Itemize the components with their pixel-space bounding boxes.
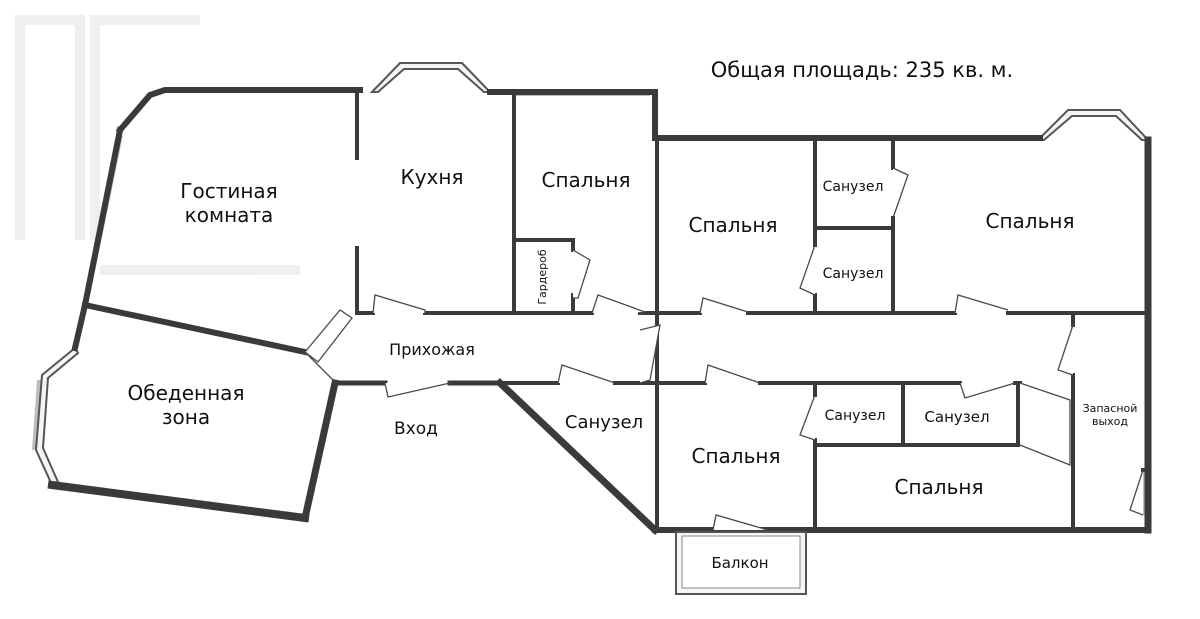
bathroom-2-label: Санузел [823,266,884,282]
living-room-label-line2: комната [185,203,274,227]
kitchen-label: Кухня [401,165,464,189]
bathroom-5-label: Санузел [924,408,989,426]
bay-window-dining [34,346,80,487]
bathroom-1-label: Санузел [823,179,884,195]
bathroom-3-label: Санузел [565,412,643,433]
walls [47,87,1152,535]
bedroom-2-label: Спальня [689,213,778,237]
doors [304,167,1144,531]
bedroom-3-label: Спальня [986,209,1075,233]
dining-label-line2: зона [162,405,210,429]
bedroom-4-label: Спальня [692,444,781,468]
total-area-label: Общая площадь: 235 кв. м. [711,58,1013,82]
bedroom-5-label: Спальня [895,475,984,499]
balcony-structure [675,531,807,595]
watermark [15,15,300,275]
dining-label-line1: Обеденная [128,381,245,405]
emergency-exit-label-line1: Запасной [1083,402,1138,415]
hallway-label: Прихожая [389,340,475,359]
bay-window-kitchen [369,62,493,93]
bedroom-1-label: Спальня [542,168,631,192]
emergency-exit-label-line2: выход [1092,415,1128,428]
wardrobe-label: Гардероб [536,249,549,305]
living-room-label-line1: Гостиная [180,179,277,203]
bay-window-bedroom [1035,109,1151,141]
entrance-label: Вход [394,419,438,439]
balcony-label: Балкон [711,554,768,572]
bathroom-4-label: Санузел [825,408,886,424]
